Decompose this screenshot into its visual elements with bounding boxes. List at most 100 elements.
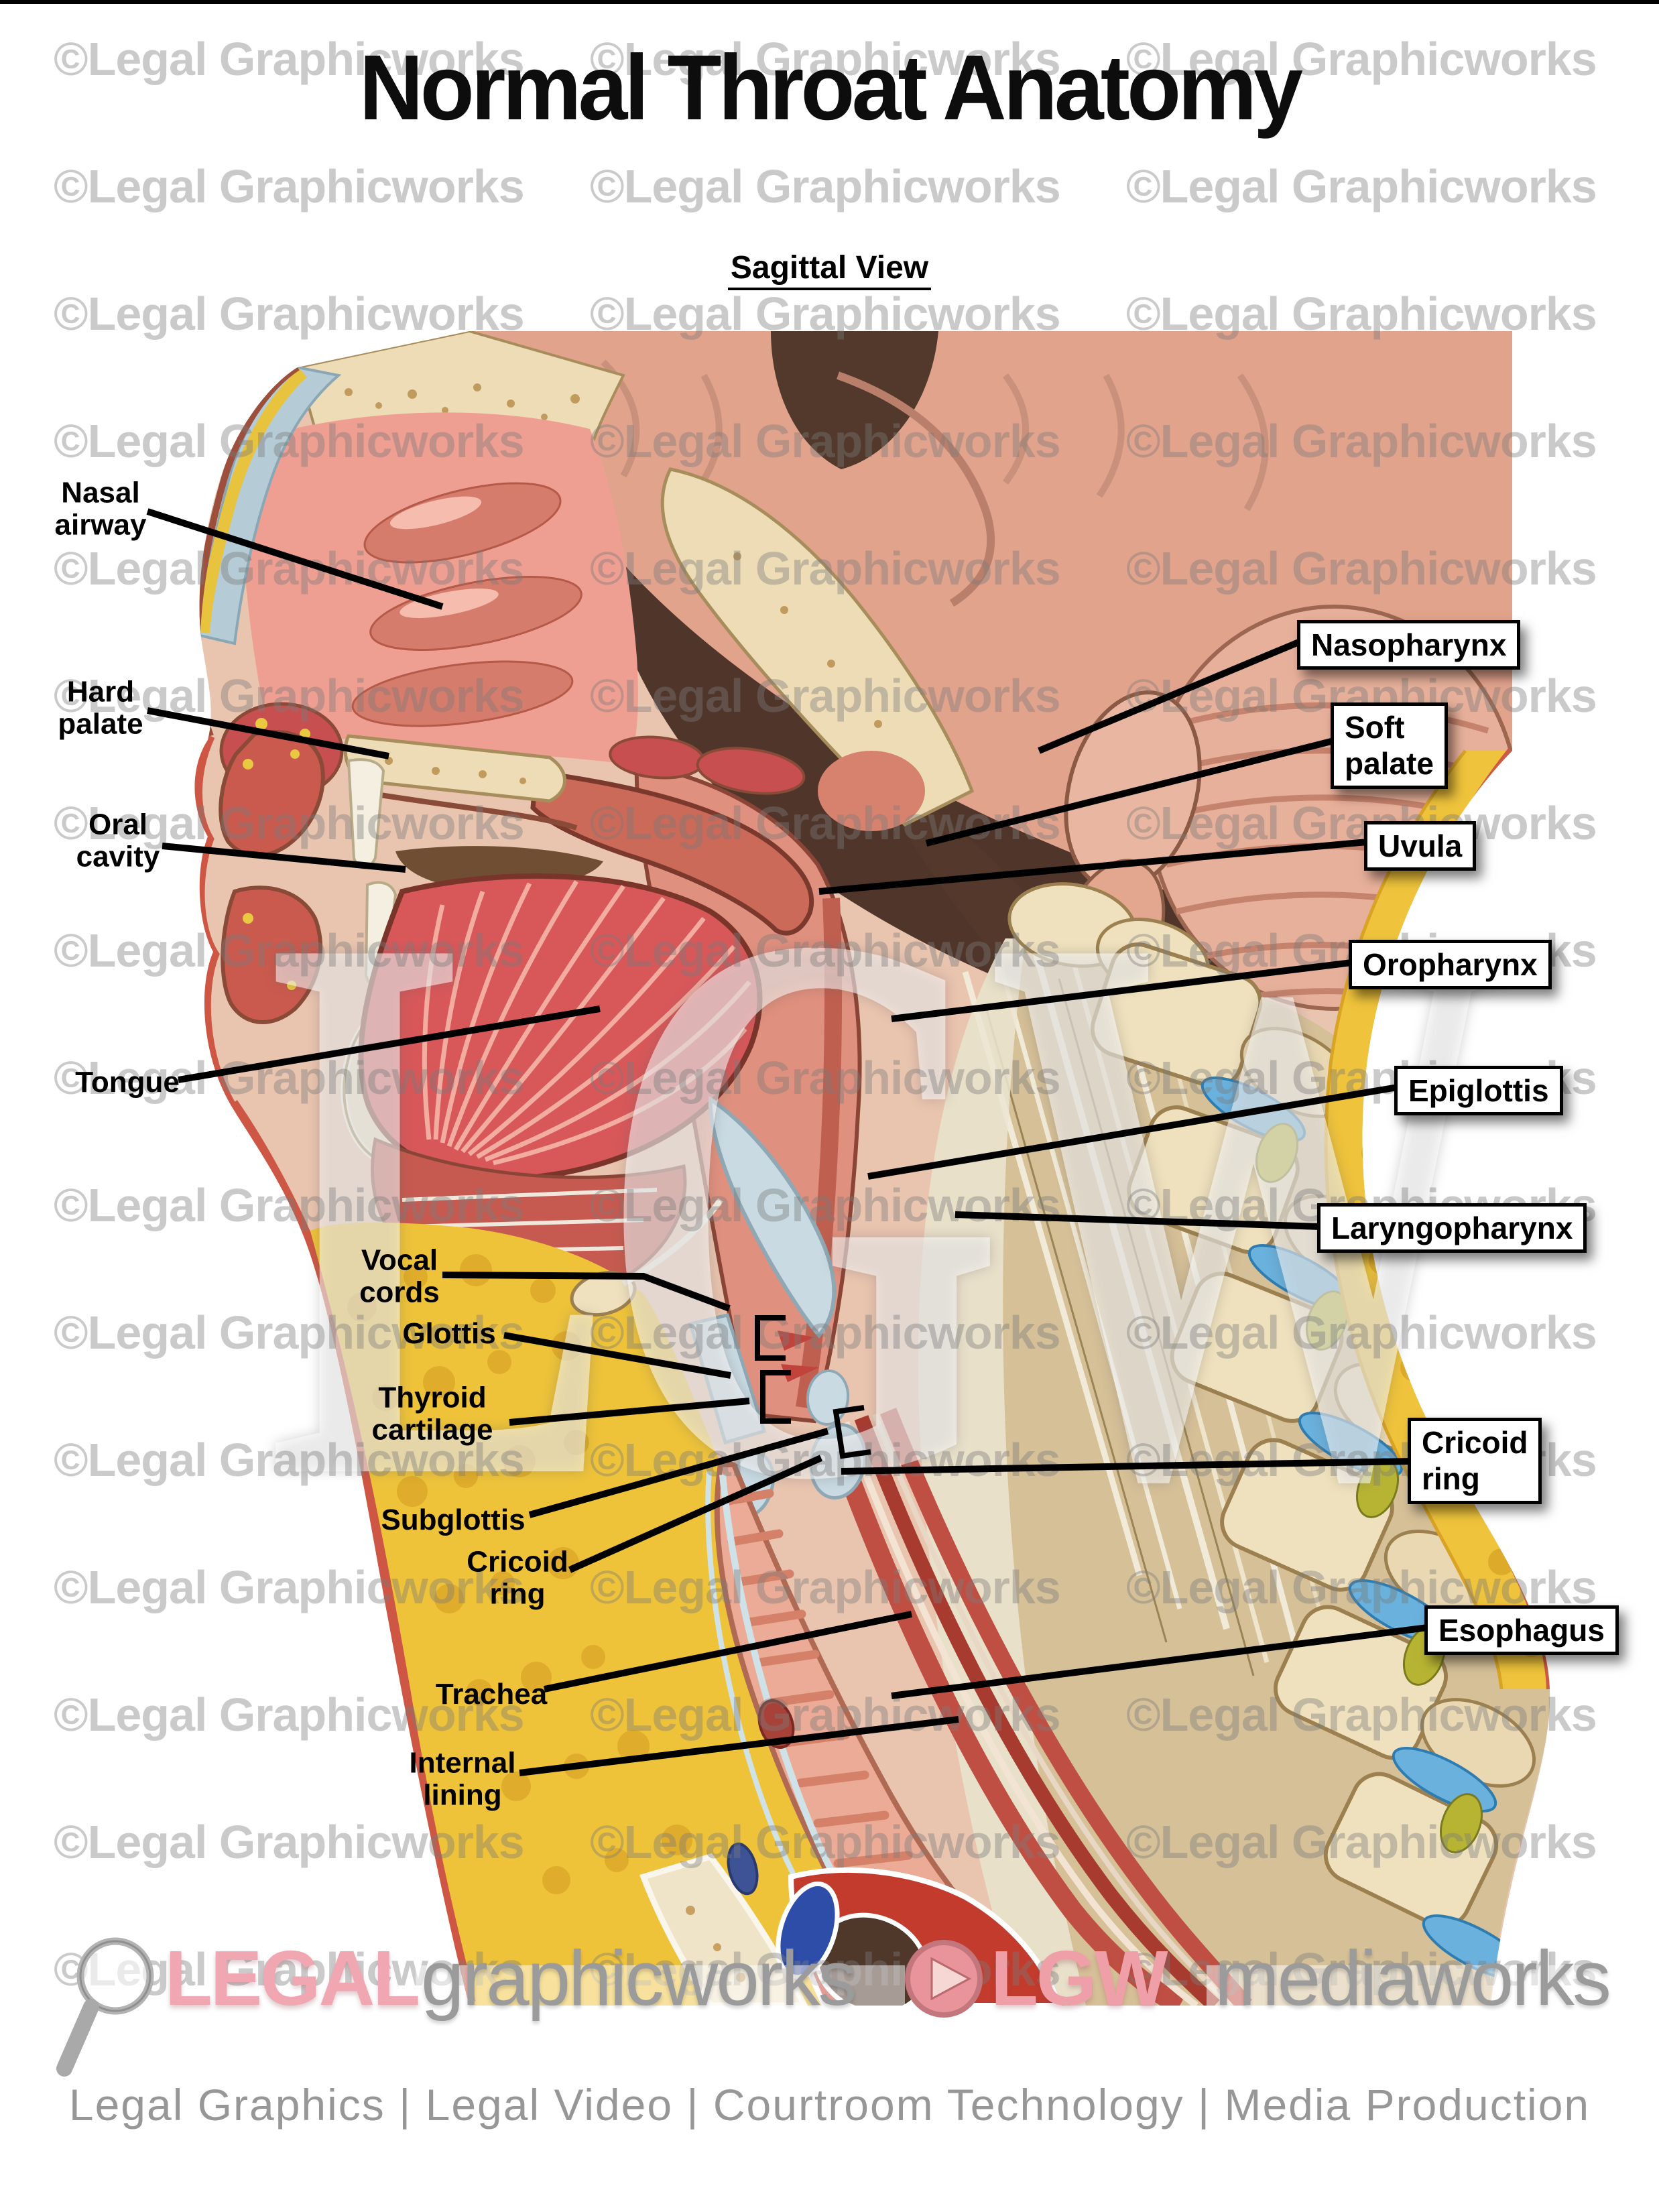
watermark-tile: ©Legal Graphicworks xyxy=(590,1816,1061,1868)
watermark-tile: ©Legal Graphicworks xyxy=(54,1561,525,1613)
watermark-tile: ©Legal Graphicworks xyxy=(1126,1306,1597,1359)
label-laryngopharynx: Laryngopharynx xyxy=(1317,1203,1587,1253)
watermark-tile: ©Legal Graphicworks xyxy=(590,1179,1061,1231)
watermark-tile: ©Legal Graphicworks xyxy=(590,415,1061,467)
watermark-tile: ©Legal Graphicworks xyxy=(54,924,525,977)
bracket-vocal-cords xyxy=(755,1315,786,1361)
watermark-tile: ©Legal Graphicworks xyxy=(1126,288,1597,340)
brand-mediaworks: mediaworks xyxy=(1215,1934,1611,2022)
watermark-tile: ©Legal Graphicworks xyxy=(54,288,525,340)
label-subglottis: Subglottis xyxy=(381,1503,526,1536)
logo-backdrop-right xyxy=(1207,1965,1636,2006)
watermark-tile: ©Legal Graphicworks xyxy=(1126,160,1597,212)
tongue-shape xyxy=(358,873,763,1290)
label-glottis: Glottis xyxy=(402,1316,496,1350)
watermark-tile: ©Legal Graphicworks xyxy=(590,1306,1061,1359)
watermark-tile: ©Legal Graphicworks xyxy=(54,542,525,595)
leader-soft-palate xyxy=(925,737,1335,847)
vocal-fold-upper xyxy=(778,1331,814,1351)
leader-thyroid-cartilage xyxy=(509,1398,750,1426)
watermark-tile: ©Legal Graphicworks xyxy=(590,797,1061,849)
leader-esophagus xyxy=(891,1624,1428,1699)
watermark-tile: ©Legal Graphicworks xyxy=(54,797,525,849)
leader-cricoid-ring-right xyxy=(841,1458,1412,1475)
bracket-glottis xyxy=(760,1370,791,1424)
logo-backdrop-left xyxy=(416,1965,905,2006)
label-trachea: Trachea xyxy=(435,1677,548,1711)
label-cricoid-ring-left: Cricoid ring xyxy=(467,1545,568,1611)
leader-nasal-airway xyxy=(146,508,444,610)
watermark-tile: ©Legal Graphicworks xyxy=(54,160,525,212)
play-icon xyxy=(905,1940,983,2018)
watermark-tile: ©Legal Graphicworks xyxy=(54,1179,525,1231)
watermark-tile: ©Legal Graphicworks xyxy=(1126,1688,1597,1741)
label-oral-cavity: Oral cavity xyxy=(76,808,160,873)
brand-legal: LEGAL xyxy=(165,1934,420,2022)
leader-vocal-cords xyxy=(442,1272,731,1312)
watermark-tile: ©Legal Graphicworks xyxy=(54,415,525,467)
epiglottis-shape xyxy=(708,1095,837,1339)
leader-internal-lining xyxy=(519,1716,959,1776)
label-thyroid-cartilage: Thyroid cartilage xyxy=(371,1381,493,1447)
leader-tongue xyxy=(178,1005,601,1083)
label-tongue: Tongue xyxy=(75,1065,180,1099)
esophagus-bands xyxy=(821,1408,1252,2006)
watermark-tile: ©Legal Graphicworks xyxy=(1126,542,1597,595)
brand-lgw: LGW xyxy=(991,1934,1168,2022)
leader-hard-palate xyxy=(147,707,389,759)
watermark-tile: ©Legal Graphicworks xyxy=(1126,1561,1597,1613)
label-nasopharynx: Nasopharynx xyxy=(1297,620,1521,670)
vocal-fold-lower xyxy=(781,1364,819,1382)
watermark-tile: ©Legal Graphicworks xyxy=(590,1561,1061,1613)
label-oropharynx: Oropharynx xyxy=(1349,940,1552,990)
leader-epiglottis xyxy=(867,1084,1398,1180)
leader-glottis xyxy=(503,1332,731,1379)
watermark-tile: ©Legal Graphicworks xyxy=(54,1816,525,1868)
watermark-tile: ©Legal Graphicworks xyxy=(1126,415,1597,467)
label-vocal-cords: Vocal cords xyxy=(359,1243,440,1309)
page-title: Normal Throat Anatomy xyxy=(359,36,1303,139)
watermark-tile: ©Legal Graphicworks xyxy=(1126,33,1597,85)
leader-subglottis xyxy=(528,1428,829,1518)
leader-uvula xyxy=(818,839,1368,895)
label-esophagus: Esophagus xyxy=(1424,1605,1619,1656)
nasal-cavity xyxy=(194,364,638,764)
watermark-tile: ©Legal Graphicworks xyxy=(590,670,1061,722)
view-label: Sagittal View xyxy=(0,249,1659,290)
label-cricoid-ring-right: Cricoid ring xyxy=(1408,1418,1542,1504)
larynx xyxy=(688,1313,867,1518)
leader-nasopharynx xyxy=(1038,638,1302,754)
leader-oropharynx xyxy=(891,959,1353,1022)
watermark-tile: ©Legal Graphicworks xyxy=(590,924,1061,977)
watermark-tile: ©Legal Graphicworks xyxy=(54,1688,525,1741)
label-soft-palate: Soft palate xyxy=(1331,702,1448,789)
bracket-subglottis xyxy=(833,1405,871,1459)
leader-trachea xyxy=(543,1611,913,1693)
nerve-root xyxy=(1255,1123,1298,1183)
watermark-tile: ©Legal Graphicworks xyxy=(54,33,525,85)
soft-palate-shape xyxy=(530,735,814,936)
top-border xyxy=(0,0,1659,4)
cricoid-posterior xyxy=(808,1422,867,1500)
watermark-tile: ©Legal Graphicworks xyxy=(54,1434,525,1486)
label-uvula: Uvula xyxy=(1364,821,1477,871)
anterior-neck-fat xyxy=(303,1222,908,2006)
watermark-tile: ©Legal Graphicworks xyxy=(590,1052,1061,1104)
leader-cricoid-ring-left xyxy=(568,1455,823,1573)
watermark-tile: ©Legal Graphicworks xyxy=(54,670,525,722)
watermark-tile: ©Legal Graphicworks xyxy=(590,288,1061,340)
footer-tagline: Legal Graphics | Legal Video | Courtroom… xyxy=(68,2080,1591,2130)
label-epiglottis: Epiglottis xyxy=(1394,1066,1563,1116)
label-nasal-airway: Nasal airway xyxy=(54,476,147,542)
magnifier-icon xyxy=(56,1937,154,2077)
label-hard-palate: Hard palate xyxy=(58,675,143,741)
watermark-tile: ©Legal Graphicworks xyxy=(590,1688,1061,1741)
watermark-tile: ©Legal Graphicworks xyxy=(54,1306,525,1359)
brand-graphicworks: graphicworks xyxy=(421,1934,857,2022)
watermark-tile: ©Legal Graphicworks xyxy=(590,542,1061,595)
